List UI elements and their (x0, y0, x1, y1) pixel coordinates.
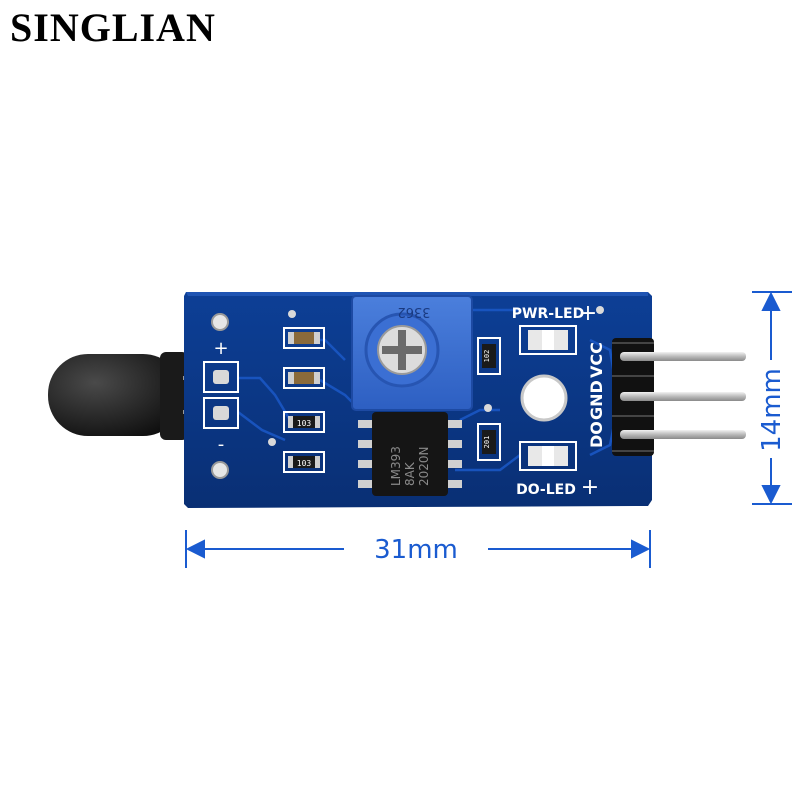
ir-sensor (48, 352, 215, 440)
do-led-label: DO-LED (516, 482, 576, 498)
brand-logo: SINGLIAN (10, 5, 216, 50)
smd-components: 103 103 102 201 (283, 327, 501, 473)
polarity-plus-label: + (579, 301, 597, 326)
comparator-chip: LM393 8AK 2020N (358, 412, 462, 496)
capacitor (283, 367, 325, 389)
height-label: 14mm (757, 368, 787, 452)
svg-text:LM393 8AK 2020N: LM393 8AK 2020N (389, 442, 431, 486)
potentiometer: 3362 (351, 295, 473, 411)
power-led: PWR-LED + (512, 301, 597, 355)
resistor-code: 103 (297, 459, 312, 468)
pwr-led-label: PWR-LED (512, 306, 584, 322)
capacitor (283, 327, 325, 349)
chip-line: 2020N (417, 446, 431, 486)
polarity-plus-label: + (581, 475, 599, 500)
resistor-code: 103 (297, 419, 312, 428)
pin-label-vcc: VCC (587, 342, 606, 378)
resistor: 102 (477, 337, 501, 375)
width-dimension: 31mm (185, 530, 651, 568)
pin-label-do: DO (587, 421, 606, 448)
pin-labels: DO GND VCC (587, 342, 606, 448)
resistor-code: 102 (483, 350, 491, 363)
resistor: 103 (283, 411, 325, 433)
polarity-minus-label: - (218, 434, 225, 455)
polarity-plus-label: + (213, 338, 228, 359)
pin-label-gnd: GND (587, 380, 606, 420)
sensor-pads: + - (203, 338, 239, 455)
do-led: DO-LED + (516, 441, 599, 500)
chip-line: LM393 (389, 446, 403, 486)
resistor: 201 (477, 423, 501, 461)
resistor: 103 (283, 451, 325, 473)
pot-code: 3362 (397, 304, 430, 319)
chip-line: 8AK (403, 461, 417, 486)
width-label: 31mm (374, 535, 458, 565)
height-dimension: 14mm (752, 291, 792, 505)
resistor-code: 201 (483, 436, 491, 449)
pin-header (612, 338, 746, 456)
